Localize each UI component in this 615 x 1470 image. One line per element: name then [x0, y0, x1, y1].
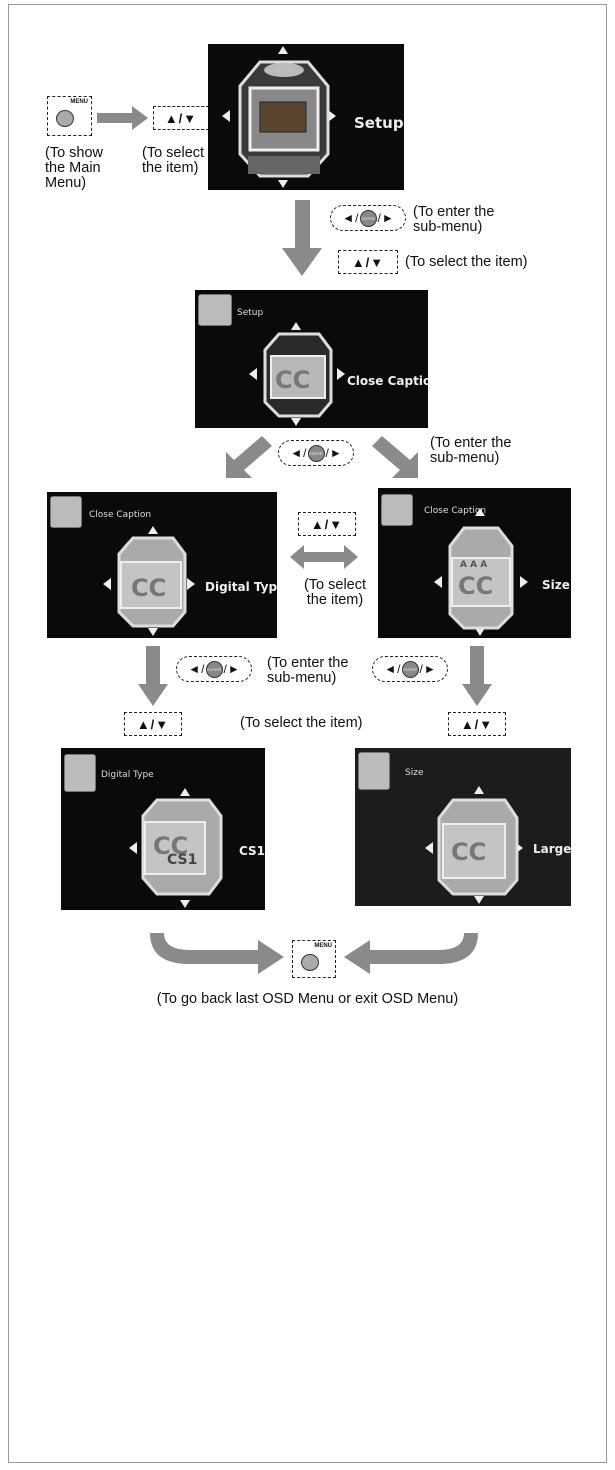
enter-button-icon: ENTER	[205, 660, 223, 678]
cc-mini-icon	[64, 754, 96, 792]
arrow-curve-right	[344, 933, 478, 974]
menu-button-bottom[interactable]: MENU	[292, 940, 336, 978]
slash-sep: /	[223, 662, 227, 676]
menu-knob-icon	[301, 954, 319, 971]
screen-close-caption: Setup CC Close Caption	[195, 290, 428, 428]
note-select-item-1: (To select the item)	[405, 254, 528, 270]
note-show-main-menu: (To show the Main Menu)	[45, 145, 104, 191]
size-label: Size	[542, 578, 570, 592]
left-enter-right-pill-1[interactable]: ◄ / ENTER / ►	[330, 205, 406, 231]
cs1-cube-text: CC	[153, 832, 189, 860]
arrow-right-1	[97, 106, 148, 130]
cc-cube-text: CC	[275, 366, 311, 394]
size-cube-sub: A A A	[460, 560, 488, 570]
arrow-down-right	[462, 646, 492, 706]
setup-mini-icon	[198, 294, 232, 326]
left-enter-right-pill-2[interactable]: ◄ / ENTER / ►	[278, 440, 354, 466]
slash-sep: /	[377, 211, 381, 225]
close-caption-parent-label: Setup	[237, 308, 264, 318]
slash-sep: /	[397, 662, 401, 676]
left-enter-right-pill-4[interactable]: ◄ / ENTER / ►	[372, 656, 448, 682]
slash-sep: /	[201, 662, 205, 676]
menu-button[interactable]: MENU	[47, 96, 92, 136]
arrow-double	[290, 545, 358, 569]
digital-type-cube-icon	[103, 526, 195, 636]
large-cube-text: CC	[451, 838, 487, 866]
page-frame	[8, 4, 607, 1463]
right-arrow-icon: ►	[381, 211, 394, 225]
left-arrow-icon: ◄	[188, 662, 201, 676]
enter-label: ENTER	[207, 666, 221, 672]
screen-size-value: Size CC Large	[355, 748, 571, 906]
close-caption-label: Close Caption	[347, 374, 428, 388]
note-enter-sub-1: (To enter the sub-menu)	[413, 204, 495, 235]
left-arrow-icon: ◄	[342, 211, 355, 225]
note-select-item-mid: (To select the item)	[303, 577, 367, 608]
menu-key-label: MENU	[70, 99, 88, 105]
large-label: Large	[533, 842, 571, 856]
updown-key-right[interactable]: ▲/▼	[448, 712, 506, 736]
digital-type-parent-label: Close Caption	[89, 510, 152, 520]
left-arrow-icon: ◄	[290, 446, 303, 460]
arrow-diag-right	[372, 436, 418, 478]
screen-digital-type-value: Digital Type CC CS1 CS1	[61, 748, 265, 910]
updown-key-top[interactable]: ▲/▼	[153, 106, 209, 130]
updown-key-mid[interactable]: ▲/▼	[298, 512, 356, 536]
arrow-down-1	[282, 200, 322, 276]
size-value-parent-label: Size	[405, 768, 424, 778]
size-cube-text: CC	[458, 572, 494, 600]
note-enter-sub-3: (To enter the sub-menu)	[267, 655, 349, 686]
note-enter-sub-2: (To enter the sub-menu)	[430, 435, 512, 466]
cc-mini-icon	[50, 496, 82, 528]
arrow-curve-left	[150, 933, 284, 974]
arrow-down-left	[138, 646, 168, 706]
large-cube-icon	[425, 786, 523, 904]
updown-key-1[interactable]: ▲/▼	[338, 250, 398, 274]
screen-setup: Setup	[208, 44, 404, 190]
digital-type-label: Digital Type	[205, 580, 277, 594]
cc-mini-icon	[381, 494, 413, 526]
cs1-cube-sub: CS1	[167, 852, 198, 868]
setup-label: Setup	[354, 114, 404, 132]
slash-sep: /	[325, 446, 329, 460]
right-arrow-icon: ►	[227, 662, 240, 676]
digital-type-cube-text: CC	[131, 574, 167, 602]
cc-cube-icon	[249, 322, 345, 426]
menu-key-label: MENU	[314, 943, 332, 949]
enter-label: ENTER	[309, 450, 323, 456]
cs1-label: CS1	[239, 844, 265, 858]
enter-button-icon: ENTER	[401, 660, 419, 678]
setup-cube-icon	[222, 46, 336, 188]
menu-knob-icon	[56, 110, 74, 127]
slash-sep: /	[355, 211, 359, 225]
cs1-cube-icon	[129, 788, 223, 908]
note-go-back: (To go back last OSD Menu or exit OSD Me…	[156, 991, 459, 1007]
cc-mini-icon	[358, 752, 390, 790]
enter-label: ENTER	[361, 215, 375, 221]
enter-button-icon: ENTER	[359, 209, 377, 227]
enter-button-icon: ENTER	[307, 444, 325, 462]
slash-sep: /	[419, 662, 423, 676]
size-parent-label: Close Caption	[424, 506, 487, 516]
enter-label: ENTER	[403, 666, 417, 672]
arrow-diag-left	[226, 436, 272, 478]
size-cube-icon	[434, 508, 528, 636]
digital-type-value-parent-label: Digital Type	[101, 770, 154, 780]
screen-size: Close Caption A A A CC Size	[378, 488, 571, 638]
right-arrow-icon: ►	[423, 662, 436, 676]
right-arrow-icon: ►	[329, 446, 342, 460]
note-select-item-top: (To select the item)	[142, 145, 205, 176]
slash-sep: /	[303, 446, 307, 460]
screen-digital-type: Close Caption CC Digital Type	[47, 492, 277, 638]
updown-key-left[interactable]: ▲/▼	[124, 712, 182, 736]
left-enter-right-pill-3[interactable]: ◄ / ENTER / ►	[176, 656, 252, 682]
left-arrow-icon: ◄	[384, 662, 397, 676]
note-select-item-low: (To select the item)	[240, 715, 363, 731]
